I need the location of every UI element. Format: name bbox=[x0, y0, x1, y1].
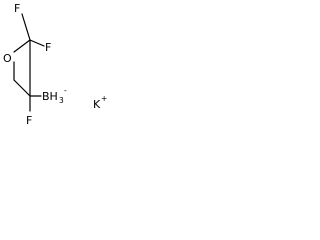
boron-charge: - bbox=[64, 86, 67, 95]
chemical-structure: F F O F BH 3 - K + bbox=[3, 2, 107, 127]
bond-c2-f-top-left bbox=[21, 13, 31, 41]
fluorine-top-left-label: F bbox=[14, 2, 20, 15]
oxygen-label: O bbox=[3, 52, 12, 65]
bond-o-c2 bbox=[13, 39, 31, 53]
boron-h-count: 3 bbox=[59, 96, 64, 105]
boron-label: BH bbox=[42, 90, 58, 103]
potassium-label: K bbox=[93, 98, 101, 111]
bond-c2-f-top-right bbox=[29, 39, 45, 47]
fluorine-bottom-label: F bbox=[26, 114, 32, 127]
potassium-charge: + bbox=[101, 94, 107, 103]
bond-c4-c3 bbox=[13, 79, 31, 97]
fluorine-top-right-label: F bbox=[45, 41, 51, 54]
